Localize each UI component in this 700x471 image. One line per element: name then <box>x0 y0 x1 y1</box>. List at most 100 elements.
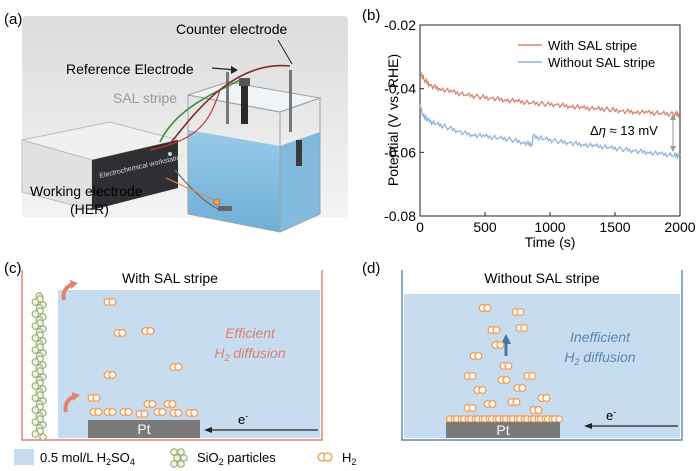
sal-stripe-particles <box>31 292 47 441</box>
sio2-particle <box>177 448 185 456</box>
electrolyte-legend-label: 0.5 mol/L H2SO4 <box>40 450 135 467</box>
panel-b-label: (b) <box>362 7 380 24</box>
sio2-particle <box>31 346 40 354</box>
container-d <box>401 270 683 441</box>
h2-bubble <box>87 393 101 403</box>
working-electrode-plate <box>218 206 232 211</box>
h2-bubble <box>103 297 117 307</box>
h2-bubble <box>499 361 513 371</box>
panel-d-label: (d) <box>362 260 380 277</box>
h2-bubble <box>497 375 511 385</box>
h2-bubble <box>317 452 333 462</box>
h2-bubble <box>487 325 501 335</box>
h2-bubble <box>463 403 477 413</box>
series-line-with-sal <box>419 71 680 119</box>
series-line-without-sal <box>419 103 681 160</box>
y-axis-title: Potential (V vs. RHE) <box>385 54 401 186</box>
h2-bubble <box>163 399 177 409</box>
sio2-particle <box>31 334 40 342</box>
counter-electrode-label: Counter electrode <box>176 21 288 37</box>
series-group <box>419 71 681 160</box>
h2-bubble <box>89 407 103 417</box>
schematic-legend: 0.5 mol/L H2SO4 SiO2 particles H2 <box>14 448 356 468</box>
h2-bubble <box>169 408 183 418</box>
h2-bubble <box>473 385 487 395</box>
sio2-particle <box>31 430 40 438</box>
y-tick-label: -0.04 <box>384 81 416 97</box>
x-tick-label: 2000 <box>664 219 695 235</box>
legend-label-without-sal: Without SAL stripe <box>548 55 655 70</box>
h2-bubble <box>529 405 543 415</box>
electrolyte-d <box>404 294 680 438</box>
panel-d: (d) Without SAL stripe Inefficient H2 di… <box>362 260 683 441</box>
sio2-legend-label: SiO2 particles <box>197 450 276 467</box>
h2-bubble <box>143 399 157 409</box>
h2-bubble <box>103 370 117 380</box>
y-tick-label: -0.06 <box>384 144 416 160</box>
sio2-particle <box>31 370 40 378</box>
reference-electrode-label: Reference Electrode <box>66 61 194 77</box>
delta-eta-label: Δη ≈ 13 mV <box>590 123 658 138</box>
panel-a-label: (a) <box>4 11 22 28</box>
h2-bubble <box>523 371 537 381</box>
y-axis: -0.02-0.04-0.06-0.08 <box>384 17 424 224</box>
sio2-particle <box>31 418 40 426</box>
sio2-particle <box>31 310 40 318</box>
working-electrode-label: Working electrode <box>30 183 143 199</box>
h2-bubble <box>169 362 183 372</box>
x-tick-label: 0 <box>416 219 424 235</box>
sio2-particle <box>180 454 188 462</box>
h2-bubble <box>113 328 127 338</box>
h2-bubble <box>513 383 527 393</box>
x-tick-label: 500 <box>473 219 497 235</box>
h2-legend-label: H2 <box>342 450 356 467</box>
efficient-diffusion-caption: H2 diffusion <box>214 345 285 363</box>
panel-c-label: (c) <box>4 260 22 277</box>
h2-bubble <box>550 415 564 423</box>
x-tick-label: 1000 <box>534 219 565 235</box>
inefficient-diffusion-caption: H2 diffusion <box>564 349 635 367</box>
sio2-particle <box>31 406 40 414</box>
sio2-particle <box>39 433 47 441</box>
panel-c-title: With SAL stripe <box>122 270 218 286</box>
h2-bubble <box>119 407 133 417</box>
inefficient-caption: Inefficient <box>570 329 631 345</box>
panel-c: (c) With SAL stripe Efficient H2 diffusi… <box>4 260 323 441</box>
h2-bubble <box>491 340 505 350</box>
sio2-particle <box>170 460 178 468</box>
h2-bubble <box>185 408 199 418</box>
plot-frame <box>419 24 681 217</box>
h2-bubbles-c <box>87 297 199 419</box>
h2-bubbles-d <box>445 303 564 423</box>
electrochemical-workstation: Electrochemical workstation <box>21 121 185 211</box>
h2-bubble <box>478 303 492 313</box>
h2-bubble <box>483 399 497 409</box>
h2-bubble <box>537 393 551 403</box>
overpotential-annotation: Δη ≈ 13 mV <box>590 114 676 152</box>
counter-pointer <box>277 39 293 65</box>
chart-legend: With SAL stripe Without SAL stripe <box>518 38 655 70</box>
electron-label-c: e- <box>238 411 248 427</box>
sio2-particle <box>31 322 40 330</box>
h2-bubble <box>507 397 521 407</box>
sal-stripe-label: SAL stripe <box>113 90 177 106</box>
sio2-particle <box>31 298 40 306</box>
x-axis-title: Time (s) <box>525 234 576 250</box>
sio2-particle <box>31 394 40 402</box>
electrolyte-swatch <box>14 449 34 465</box>
electron-label-d: e- <box>606 407 616 423</box>
h2-bubble <box>511 307 525 317</box>
counter-electrode-rod <box>226 72 229 124</box>
h2-bubble <box>141 326 155 336</box>
pt-label-d: Pt <box>496 422 509 438</box>
efficient-caption: Efficient <box>225 325 276 341</box>
y-tick-label: -0.02 <box>384 17 416 33</box>
h2-swatch <box>317 452 333 462</box>
h2-bubble <box>103 407 117 417</box>
sio2-particle <box>31 358 40 366</box>
panel-a: Electrochemical workstation ( <box>4 11 348 233</box>
sio2-particle <box>31 382 40 390</box>
her-label: (HER) <box>70 201 109 217</box>
